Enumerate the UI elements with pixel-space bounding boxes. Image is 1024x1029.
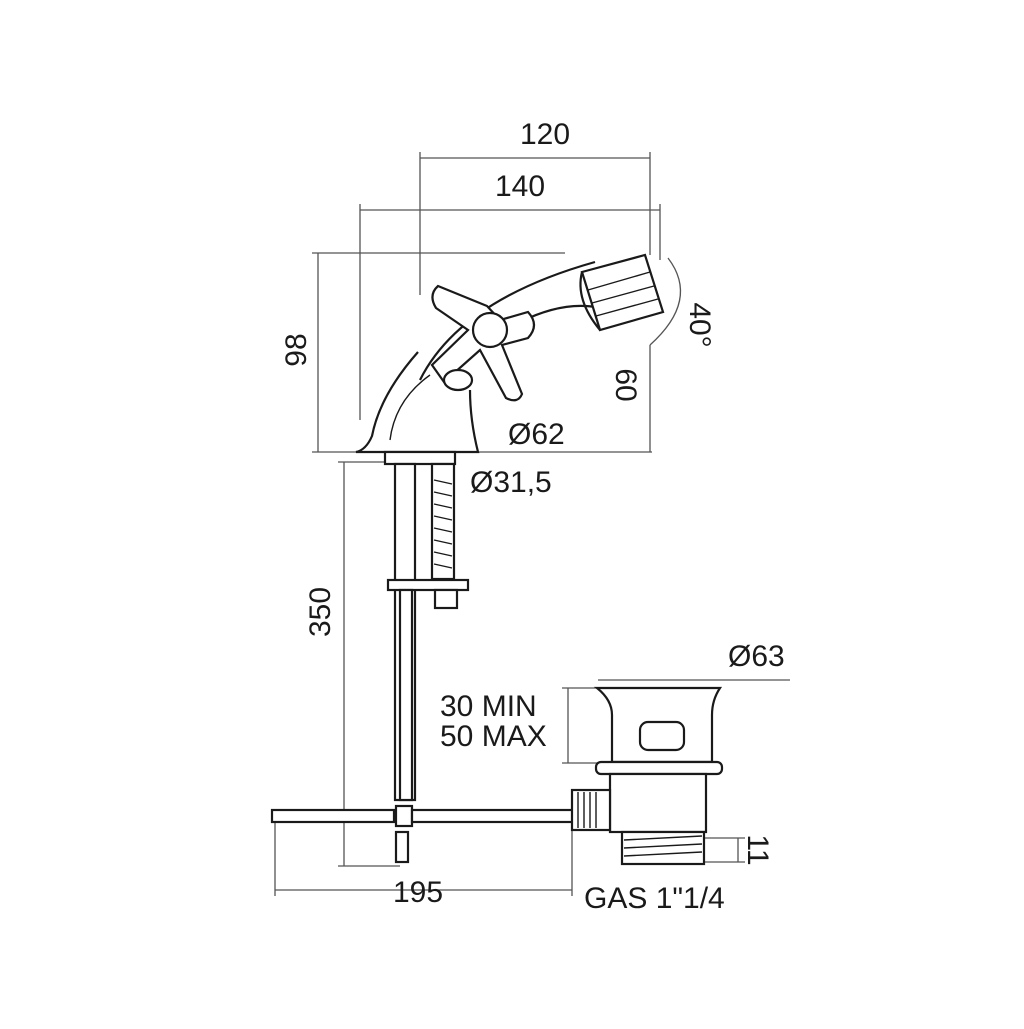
label-350: 350	[304, 587, 337, 637]
threaded-shank	[430, 462, 456, 581]
linkage-bar-left	[270, 808, 396, 824]
label-60: 60	[609, 368, 642, 401]
label-waste-diameter: Ø63	[728, 640, 785, 673]
linkage-clamp	[394, 804, 414, 828]
label-140: 140	[495, 170, 545, 203]
label-195: 195	[393, 876, 443, 909]
handle-hub	[471, 311, 509, 349]
fixing-nut	[386, 578, 470, 592]
linkage-bar-right	[410, 808, 579, 824]
rod-stub	[394, 830, 410, 864]
base-plate	[383, 450, 457, 466]
label-30-min: 30 MIN	[440, 690, 537, 723]
label-11: 11	[741, 834, 774, 865]
waste-slot	[638, 720, 686, 752]
nozzle-body	[580, 253, 665, 332]
nozzle-ring-1	[587, 271, 651, 291]
body-outline	[355, 351, 480, 454]
waste-washer	[594, 760, 724, 776]
waste-body	[608, 772, 708, 834]
label-50-max: 50 MAX	[440, 720, 547, 753]
label-base-diameter: Ø62	[508, 418, 565, 451]
nozzle-joint	[579, 271, 601, 331]
label-120: 120	[520, 118, 570, 151]
rod-lower	[398, 588, 414, 802]
dimension-lines	[274, 152, 790, 896]
shank-assembly	[383, 450, 470, 802]
nozzle-ring-3	[595, 298, 659, 317]
mixer-body	[355, 253, 665, 454]
angle-arc-40	[649, 257, 682, 346]
cross-handle	[430, 284, 536, 402]
handle-indicator	[442, 368, 474, 392]
nozzle-ring-2	[591, 285, 655, 304]
lock-nut	[433, 588, 459, 610]
linkage	[270, 804, 579, 864]
connector-thread	[577, 792, 597, 828]
label-98: 98	[280, 333, 313, 366]
label-40-degree: 40°	[683, 302, 716, 347]
aerator-nozzle	[579, 253, 665, 332]
shank-thread	[433, 479, 453, 569]
pop-up-waste	[570, 686, 724, 866]
label-thread-spec: GAS 1"1/4	[584, 882, 725, 915]
body-shading	[389, 374, 431, 441]
waste-thread-lines	[623, 835, 703, 857]
label-shank-diameter: Ø31,5	[470, 466, 552, 499]
